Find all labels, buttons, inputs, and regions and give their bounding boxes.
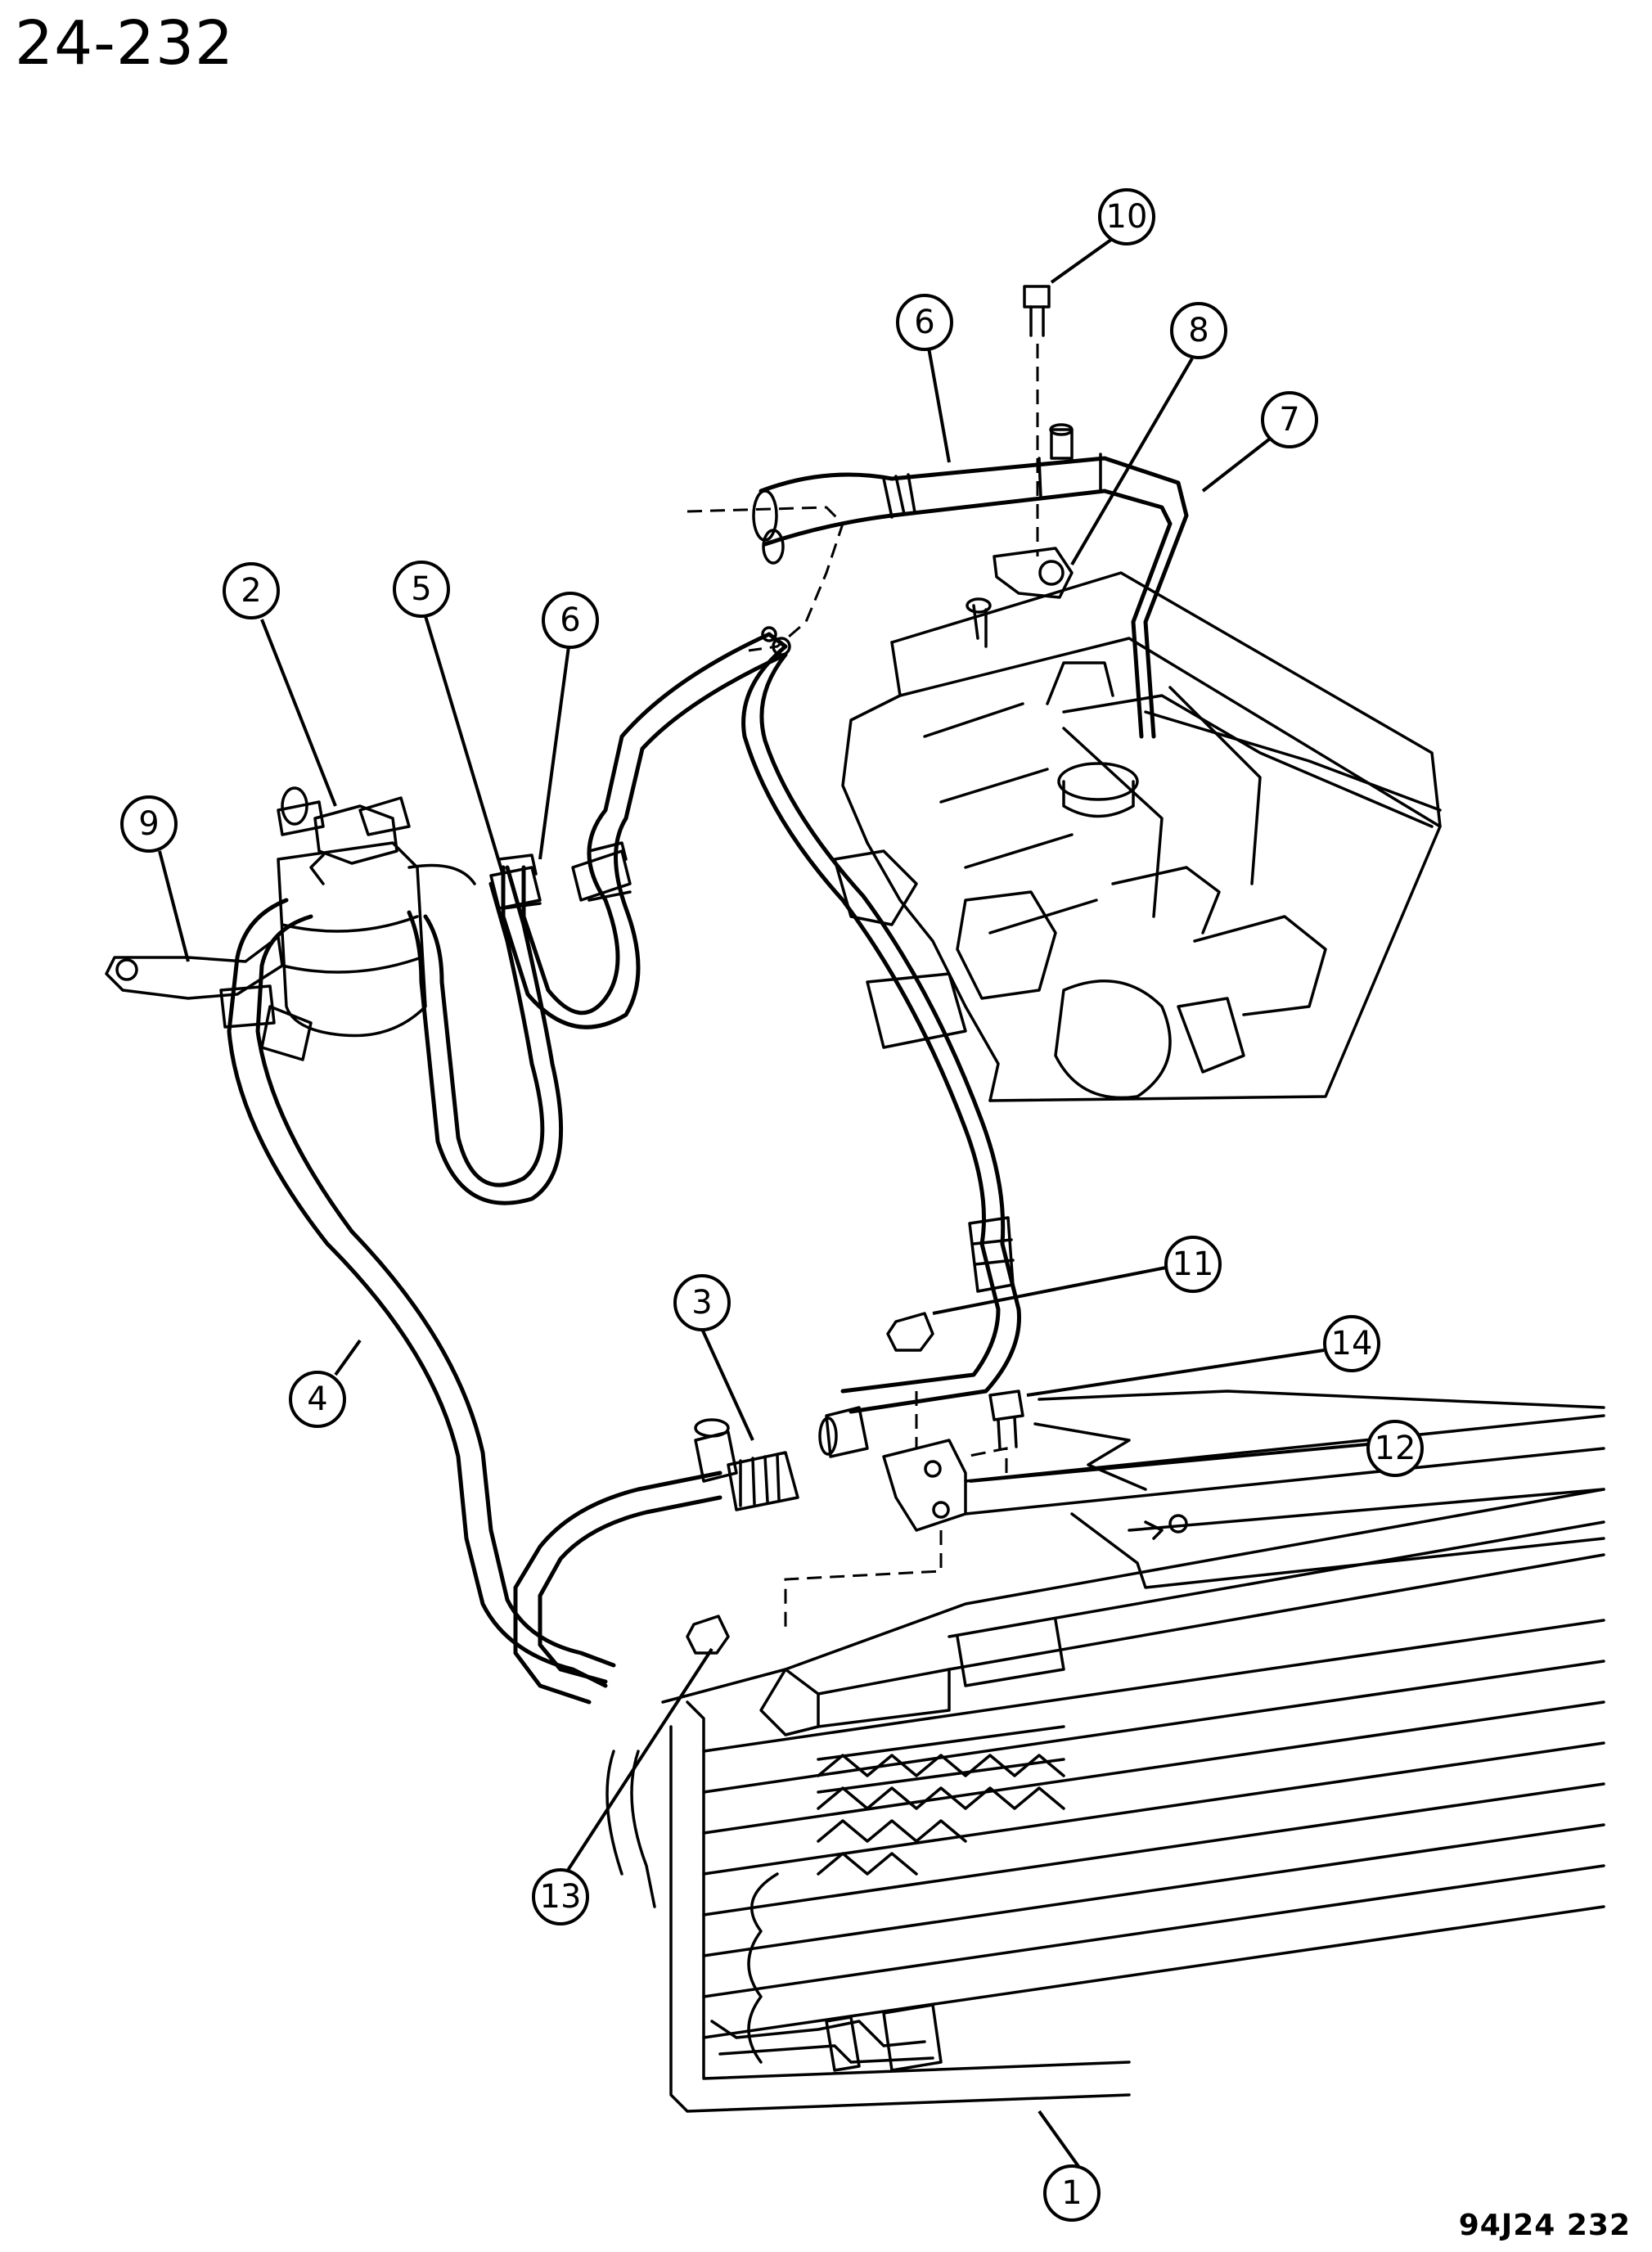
discharge-hose bbox=[741, 626, 1021, 1414]
svg-text:4: 4 bbox=[307, 1380, 327, 1418]
callout-12: 12 bbox=[1366, 1420, 1424, 1477]
receiver-drier bbox=[277, 786, 476, 1038]
leader-lines bbox=[158, 232, 1368, 2170]
svg-text:5: 5 bbox=[411, 570, 431, 608]
svg-text:6: 6 bbox=[914, 304, 934, 341]
callout-7: 7 bbox=[1261, 391, 1318, 448]
suction-hose-upper bbox=[752, 453, 1442, 812]
bolt-14 bbox=[988, 1389, 1024, 1450]
nut-13 bbox=[686, 1615, 730, 1655]
svg-text:8: 8 bbox=[1188, 312, 1209, 349]
callout-5: 5 bbox=[393, 561, 450, 618]
callout-6-left: 6 bbox=[542, 592, 599, 649]
svg-text:11: 11 bbox=[1173, 1245, 1214, 1283]
svg-text:6: 6 bbox=[560, 601, 580, 639]
compressor-hose-loop bbox=[407, 632, 788, 1205]
callout-2: 2 bbox=[223, 562, 280, 619]
bolt-10 bbox=[1023, 285, 1051, 556]
callout-11: 11 bbox=[1164, 1236, 1222, 1293]
engine-outline bbox=[686, 506, 1442, 1102]
fitting-top bbox=[1049, 423, 1074, 460]
callout-1: 1 bbox=[1043, 2164, 1101, 2222]
callout-13: 13 bbox=[532, 1868, 589, 1925]
svg-text:1: 1 bbox=[1061, 2174, 1082, 2212]
svg-text:10: 10 bbox=[1106, 198, 1148, 236]
condenser bbox=[605, 1488, 1605, 2113]
callout-8: 8 bbox=[1170, 302, 1227, 359]
callout-14: 14 bbox=[1323, 1315, 1380, 1372]
page-title: 24-232 bbox=[15, 8, 235, 79]
svg-text:14: 14 bbox=[1331, 1325, 1373, 1362]
svg-text:2: 2 bbox=[241, 572, 261, 610]
figure-code: 94J24 232 bbox=[1458, 2209, 1631, 2242]
callout-10: 10 bbox=[1098, 188, 1155, 245]
nut-11 bbox=[886, 1312, 934, 1352]
bracket-9 bbox=[105, 935, 284, 1000]
svg-text:12: 12 bbox=[1375, 1430, 1416, 1467]
callout-3: 3 bbox=[673, 1274, 731, 1331]
clamp-8 bbox=[993, 547, 1074, 599]
svg-text:7: 7 bbox=[1279, 401, 1299, 439]
callout-4: 4 bbox=[289, 1371, 346, 1428]
svg-text:9: 9 bbox=[138, 805, 159, 843]
callout-9: 9 bbox=[120, 795, 178, 853]
line-3 bbox=[513, 1406, 869, 1705]
svg-text:13: 13 bbox=[540, 1878, 582, 1916]
svg-text:3: 3 bbox=[691, 1284, 712, 1322]
callout-6-top: 6 bbox=[896, 294, 953, 351]
